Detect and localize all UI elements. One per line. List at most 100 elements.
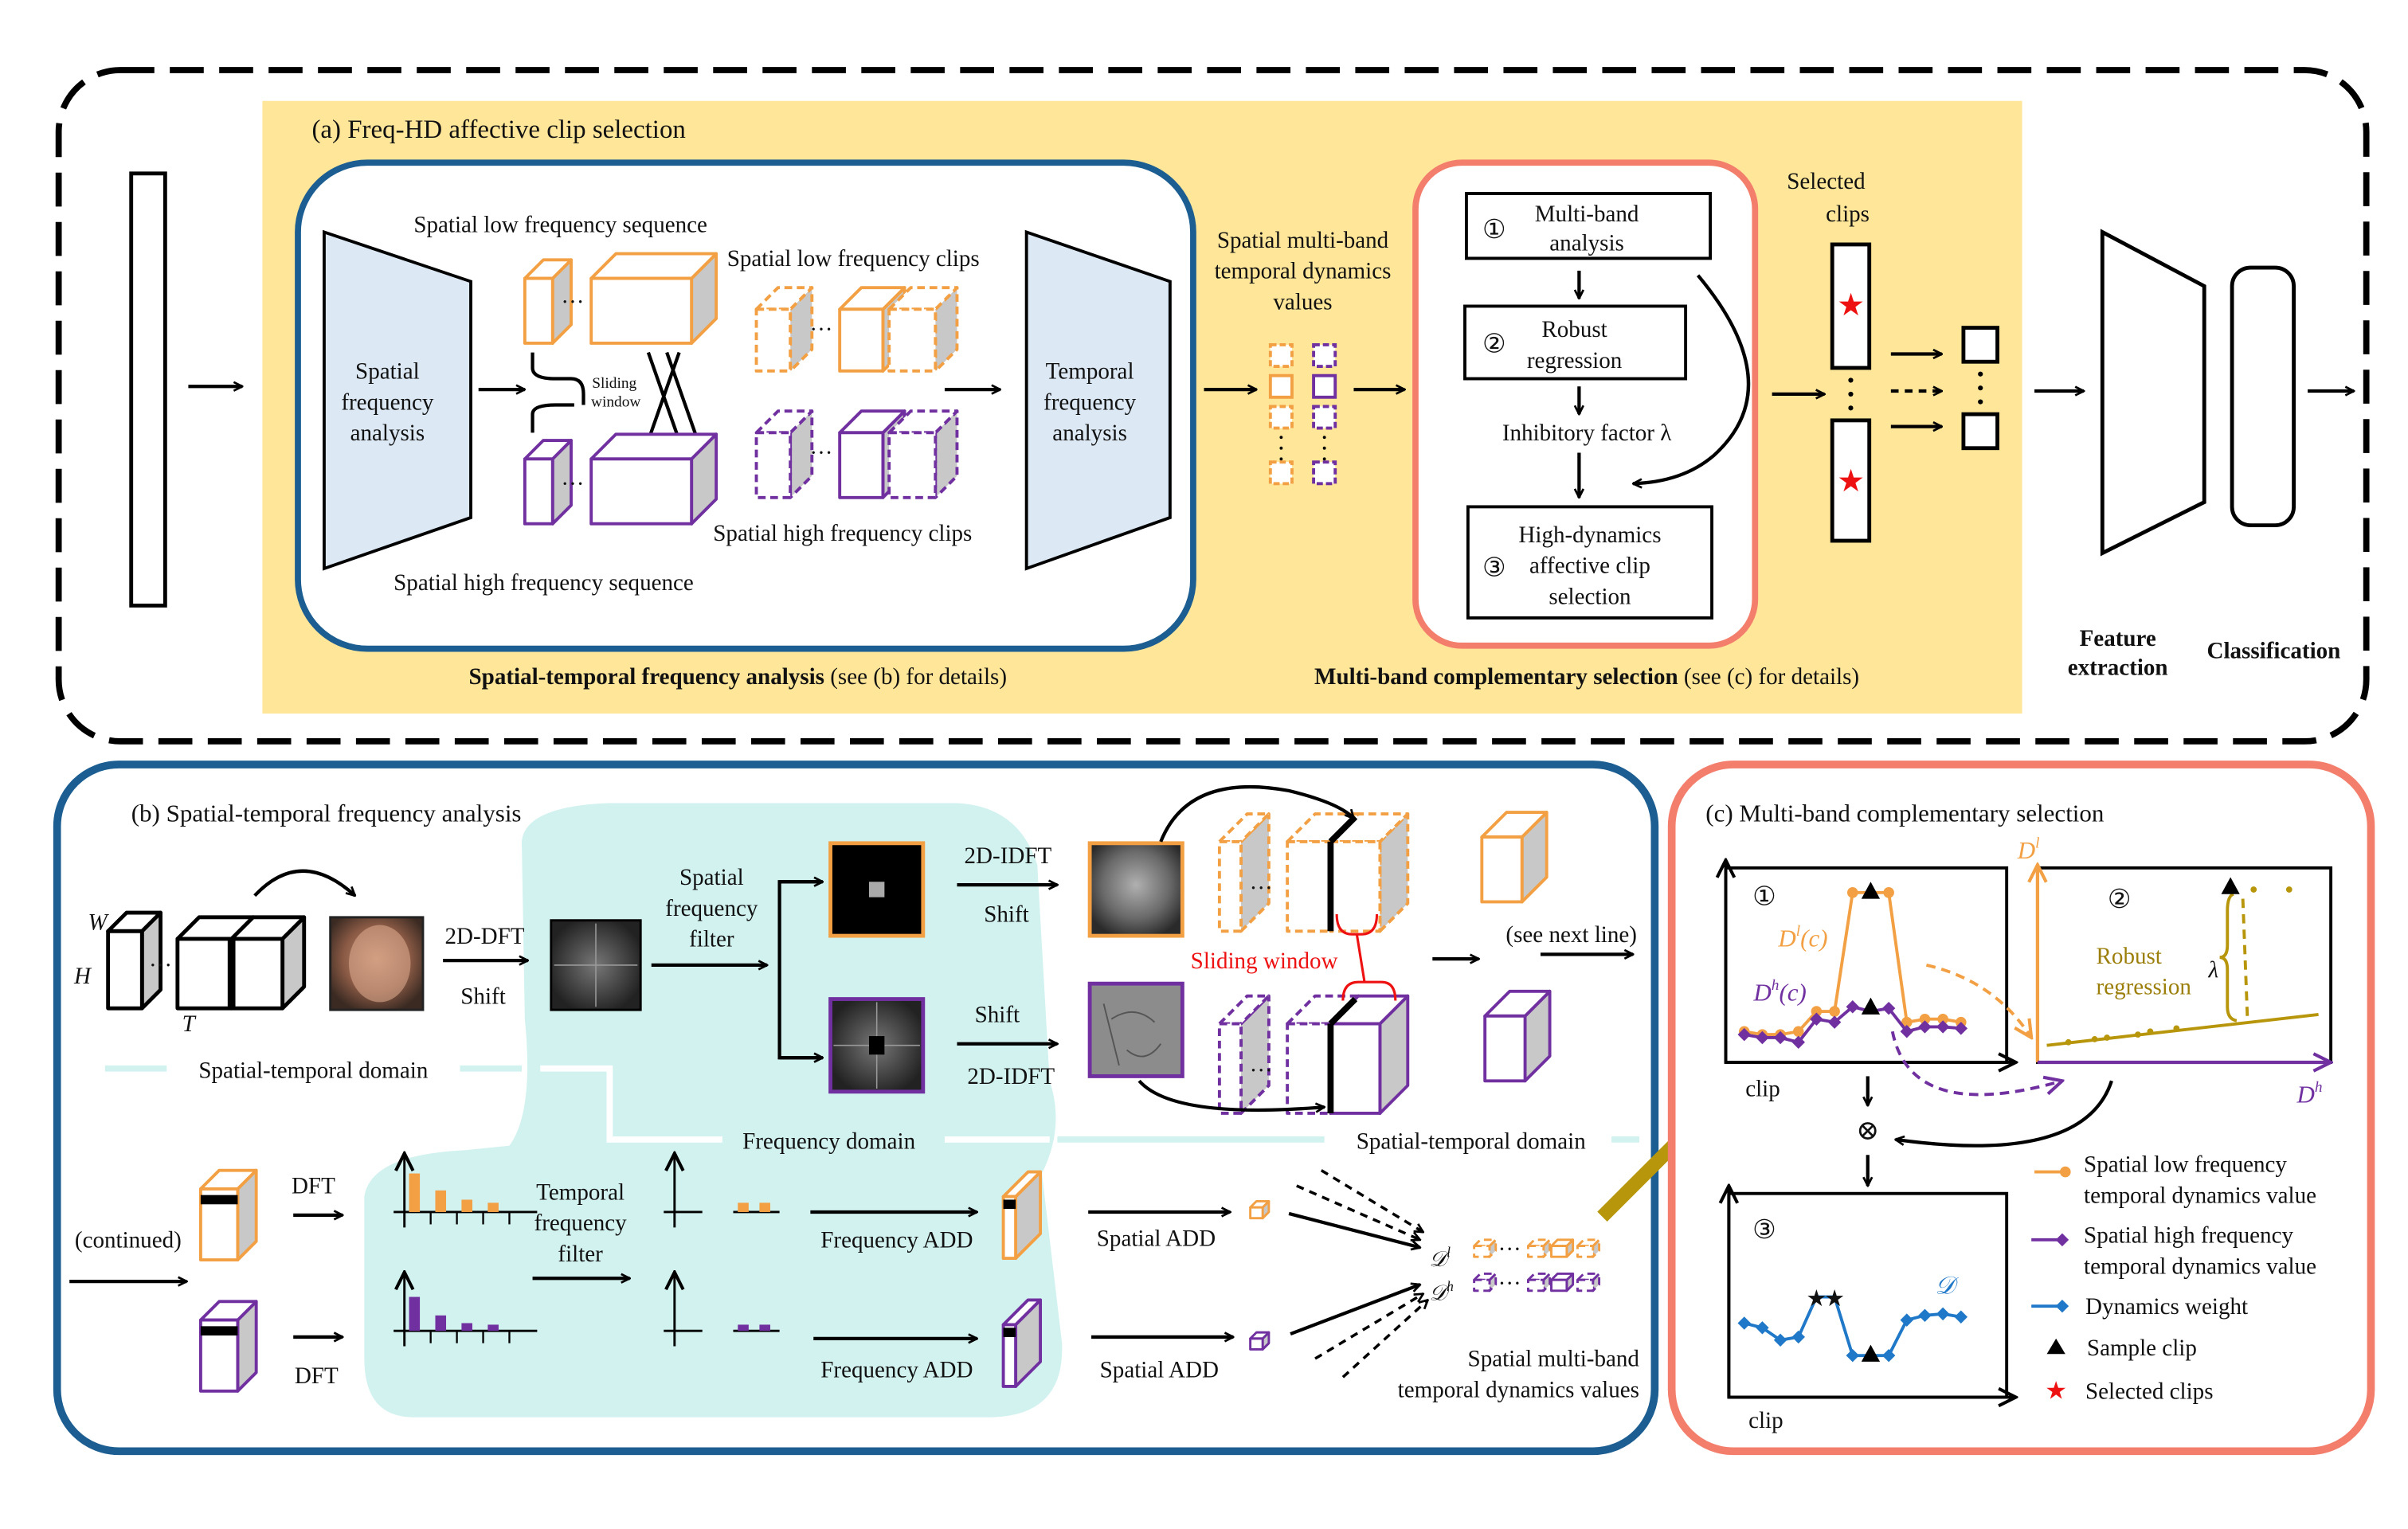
ellipsis: ··· <box>1498 1271 1521 1296</box>
scatter-point <box>2147 1028 2154 1035</box>
high-seq-label: Spatial high frequency sequence <box>394 570 694 596</box>
chart2-x-label: Dh <box>2296 1079 2322 1109</box>
scatter-point <box>2173 1025 2180 1032</box>
low-pass-center <box>868 882 885 897</box>
legend-label: Selected clips <box>2085 1378 2214 1404</box>
multiply-icon: ⊗ <box>1856 1115 1879 1146</box>
cube-top <box>1217 994 1271 1026</box>
dynamics-values-column <box>1268 342 1337 486</box>
pipeline-frame <box>55 67 2370 745</box>
low-value-square <box>1268 405 1294 430</box>
dot <box>1322 436 1326 440</box>
cube <box>1329 994 1410 1115</box>
step3-label: High-dynamics <box>1518 522 1661 548</box>
chart1-number: ① <box>1752 882 1776 911</box>
cube-front <box>1550 1245 1568 1258</box>
values-label: temporal dynamics values <box>1398 1378 1639 1403</box>
scatter-point <box>2104 1034 2111 1041</box>
low-value-square <box>1268 460 1294 486</box>
diamond-marker <box>1791 1330 1805 1344</box>
chart2-number: ② <box>2108 886 2132 914</box>
spectrum-bar <box>409 1173 421 1212</box>
block-label: Spatial <box>355 359 420 385</box>
frequency-domain-region <box>364 803 1063 1418</box>
sample-clip-triangle <box>1861 997 1881 1015</box>
spatial-add-label: Spatial ADD <box>1097 1226 1216 1252</box>
spatial-temporal-domain-label: Spatial-temporal domain <box>1357 1129 1586 1155</box>
cube <box>523 439 573 526</box>
diamond-marker <box>1881 1348 1896 1363</box>
star-icon: ★ <box>1824 1286 1845 1312</box>
legend-item: Dynamics weight <box>2031 1294 2248 1320</box>
feature-extractor-block <box>2100 229 2206 557</box>
circle-marker <box>1883 887 1894 898</box>
diamond-marker <box>1756 1030 1769 1045</box>
circle-marker <box>1811 1006 1823 1017</box>
circle-marker <box>1829 1006 1840 1017</box>
temporal-frequency-analysis-block <box>1024 229 1172 571</box>
curved-arrow <box>1159 784 1353 843</box>
diamond-marker <box>1918 1308 1932 1323</box>
ellipsis-dots <box>1848 377 1854 411</box>
spatial-temporal-analysis-box <box>295 159 1196 652</box>
spectrum-bar <box>759 1324 770 1332</box>
spatial-filter-label: filter <box>689 927 734 952</box>
cube-top <box>1217 812 1271 843</box>
classifier-block <box>2230 265 2296 528</box>
selected-clips-label: Selected <box>1787 169 1866 194</box>
low-value-square <box>1268 373 1294 399</box>
shift-label: Shift <box>460 983 506 1009</box>
sliding-window-label: Sliding window <box>1191 948 1338 974</box>
circle-marker <box>1937 1013 1948 1025</box>
step3-label: affective clip <box>1529 553 1650 579</box>
scatter-point <box>2135 1031 2141 1038</box>
dashed-arrow <box>1314 1294 1423 1360</box>
edge-texture <box>1102 1003 1162 1066</box>
cube-front <box>1526 1245 1545 1258</box>
sliding-window-bracket <box>531 352 585 433</box>
domain-divider <box>540 1065 1050 1143</box>
spectrum-bar <box>487 1324 499 1332</box>
spectrum-plot <box>664 1273 703 1347</box>
scatter-point <box>2091 1036 2098 1042</box>
cube <box>1550 1273 1575 1292</box>
temporal-filter-label: filter <box>558 1242 603 1267</box>
ellipsis: ··· <box>561 471 584 497</box>
values-label: values <box>1273 289 1332 315</box>
cube-front <box>1576 1245 1595 1258</box>
chart3-frame <box>1727 1191 2009 1399</box>
high-value-square <box>1312 460 1337 486</box>
step1-label: analysis <box>1549 231 1624 256</box>
residual-dashed-line <box>2241 898 2249 1019</box>
cube <box>1550 1238 1575 1258</box>
panel-a-title: (a) Freq-HD affective clip selection <box>311 115 685 144</box>
step1-label: Multi-band <box>1535 201 1639 227</box>
star-icon: ★ <box>1837 464 1865 499</box>
cube-front <box>887 431 938 499</box>
robust-regression-label: Robust <box>2097 944 2162 969</box>
dim-h: H <box>73 964 92 989</box>
shift-label: Shift <box>975 1003 1020 1028</box>
cube-front <box>1480 835 1524 904</box>
scatter-point <box>2285 886 2292 893</box>
spectrum-plot <box>394 1273 538 1347</box>
sample-clip-triangle <box>1861 882 1881 899</box>
cube-front <box>1001 1195 1018 1261</box>
diamond-marker-icon <box>2055 1299 2069 1313</box>
clip-feature <box>1961 326 1999 364</box>
block-label: frequency <box>341 389 434 415</box>
dot <box>1279 457 1283 461</box>
spectrum-cross <box>554 923 638 1007</box>
panel-c: (c) Multi-band complementary selection ①… <box>1667 761 2375 1456</box>
cube-front <box>754 307 793 373</box>
feature-extraction-label: Feature <box>2080 626 2156 651</box>
cube-front <box>1576 1278 1595 1292</box>
dim-w: W <box>88 909 109 935</box>
cube-front <box>1286 839 1333 933</box>
circle-marker-icon <box>2060 1166 2071 1178</box>
high-value-square <box>1312 373 1337 399</box>
spectrum-plot <box>394 1153 538 1228</box>
ellipsis: ··· <box>561 289 584 315</box>
sliding-window-connector <box>646 351 699 441</box>
spectrum-bar <box>461 1323 472 1332</box>
